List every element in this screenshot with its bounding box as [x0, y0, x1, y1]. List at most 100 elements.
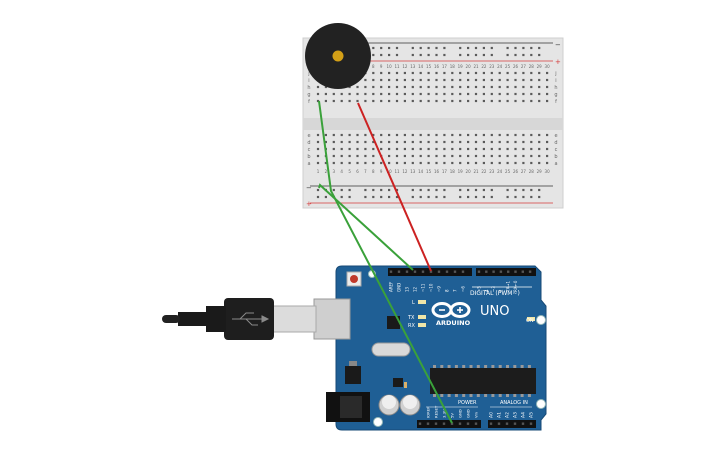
terminal-hole [490, 99, 493, 103]
terminal-hole [459, 154, 462, 158]
rail-minus-label: − [555, 41, 561, 49]
terminal-hole [380, 147, 383, 151]
terminal-hole [474, 71, 478, 75]
analog-pin-label: A0 [489, 412, 495, 418]
analog-label: ANALOG IN [500, 400, 528, 406]
row-number-bottom: 19 [458, 169, 464, 174]
terminal-hole [514, 154, 517, 158]
wire-red-pin12[interactable] [357, 102, 432, 272]
terminal-hole [364, 92, 367, 96]
row-number-top: 25 [505, 64, 511, 69]
rail-hole [388, 46, 391, 50]
usb-cable[interactable] [162, 298, 351, 340]
terminal-hole [380, 161, 383, 165]
wire-green-buzzer-gnd[interactable] [318, 100, 453, 424]
terminal-hole [340, 147, 343, 151]
terminal-hole [474, 133, 478, 137]
header-socket [421, 270, 425, 273]
digital-label: DIGITAL (PWM~) [470, 290, 520, 297]
rail-hole [395, 195, 399, 199]
rail-hole [443, 188, 446, 192]
terminal-hole [419, 133, 422, 137]
terminal-hole [332, 99, 335, 103]
chip-pin [447, 365, 451, 368]
row-number-bottom: 5 [348, 169, 351, 174]
rail-hole [395, 46, 399, 50]
terminal-hole [364, 78, 367, 82]
rail-hole [380, 195, 383, 199]
power-pin-label: Vin [473, 411, 478, 418]
smd-component [404, 382, 407, 388]
breadboard: − + − + 11223344556677889910101111121213… [302, 37, 564, 209]
rail-minus-label-bottom: − [306, 184, 312, 192]
terminal-hole [467, 133, 470, 137]
arduino-logo: ARDUINO [431, 302, 471, 327]
power-pin-label: 5V [449, 413, 454, 418]
terminal-hole [435, 161, 438, 165]
terminal-hole [419, 161, 422, 165]
rail-hole [490, 53, 493, 57]
terminal-hole [530, 133, 533, 137]
terminal-hole [419, 140, 422, 144]
terminal-hole [403, 85, 406, 89]
terminal-hole [490, 161, 493, 165]
row-number-top: 9 [380, 64, 383, 69]
piezo-buzzer[interactable] [305, 23, 371, 89]
terminal-hole [380, 78, 383, 82]
wire-green-gnd[interactable] [318, 183, 414, 271]
rail-hole [435, 195, 438, 199]
rail-hole [419, 188, 422, 192]
terminal-hole [356, 85, 359, 89]
terminal-hole [419, 85, 422, 89]
chip-pin [454, 394, 458, 397]
header-socket [442, 422, 446, 425]
rail-hole [411, 46, 414, 50]
rail-hole [490, 195, 493, 199]
row-letter: b [307, 154, 310, 160]
terminal-hole [474, 99, 478, 103]
terminal-hole [395, 147, 399, 151]
terminal-hole [372, 99, 375, 103]
terminal-hole [538, 161, 541, 165]
terminal-hole [395, 78, 399, 82]
analog-pin-label: A5 [529, 412, 535, 418]
chip-pin [498, 365, 502, 368]
terminal-hole [388, 85, 391, 89]
row-number-bottom: 15 [426, 169, 432, 174]
analog-pin-label: A3 [513, 412, 519, 418]
header-socket [413, 270, 417, 273]
chip-pin [484, 365, 488, 368]
rail-hole [435, 46, 438, 50]
terminal-hole [467, 140, 470, 144]
terminal-hole [498, 92, 501, 96]
terminal-hole [498, 99, 501, 103]
row-number-bottom: 21 [473, 169, 479, 174]
terminal-hole [403, 154, 406, 158]
terminal-hole [498, 71, 501, 75]
rail-plus-label: + [555, 58, 561, 66]
row-number-top: 22 [481, 64, 487, 69]
terminal-hole [443, 92, 446, 96]
row-number-top: 14 [418, 64, 424, 69]
header-socket [514, 270, 517, 273]
rail-hole [467, 188, 470, 192]
rail-hole [467, 195, 470, 199]
rail-hole [435, 188, 438, 192]
rail-hole [538, 188, 541, 192]
terminal-hole [419, 147, 422, 151]
terminal-hole [427, 99, 430, 103]
terminal-hole [459, 147, 462, 151]
terminal-hole [411, 154, 414, 158]
terminal-hole [364, 140, 367, 144]
row-letter: i [308, 78, 309, 84]
terminal-hole [356, 99, 359, 103]
rail-hole [530, 195, 533, 199]
terminal-hole [356, 161, 359, 165]
terminal-hole [380, 140, 383, 144]
terminal-hole [395, 71, 399, 75]
rail-hole [419, 46, 422, 50]
terminal-hole [474, 140, 478, 144]
reset-button-cap[interactable] [350, 275, 358, 283]
rail-hole [427, 195, 430, 199]
